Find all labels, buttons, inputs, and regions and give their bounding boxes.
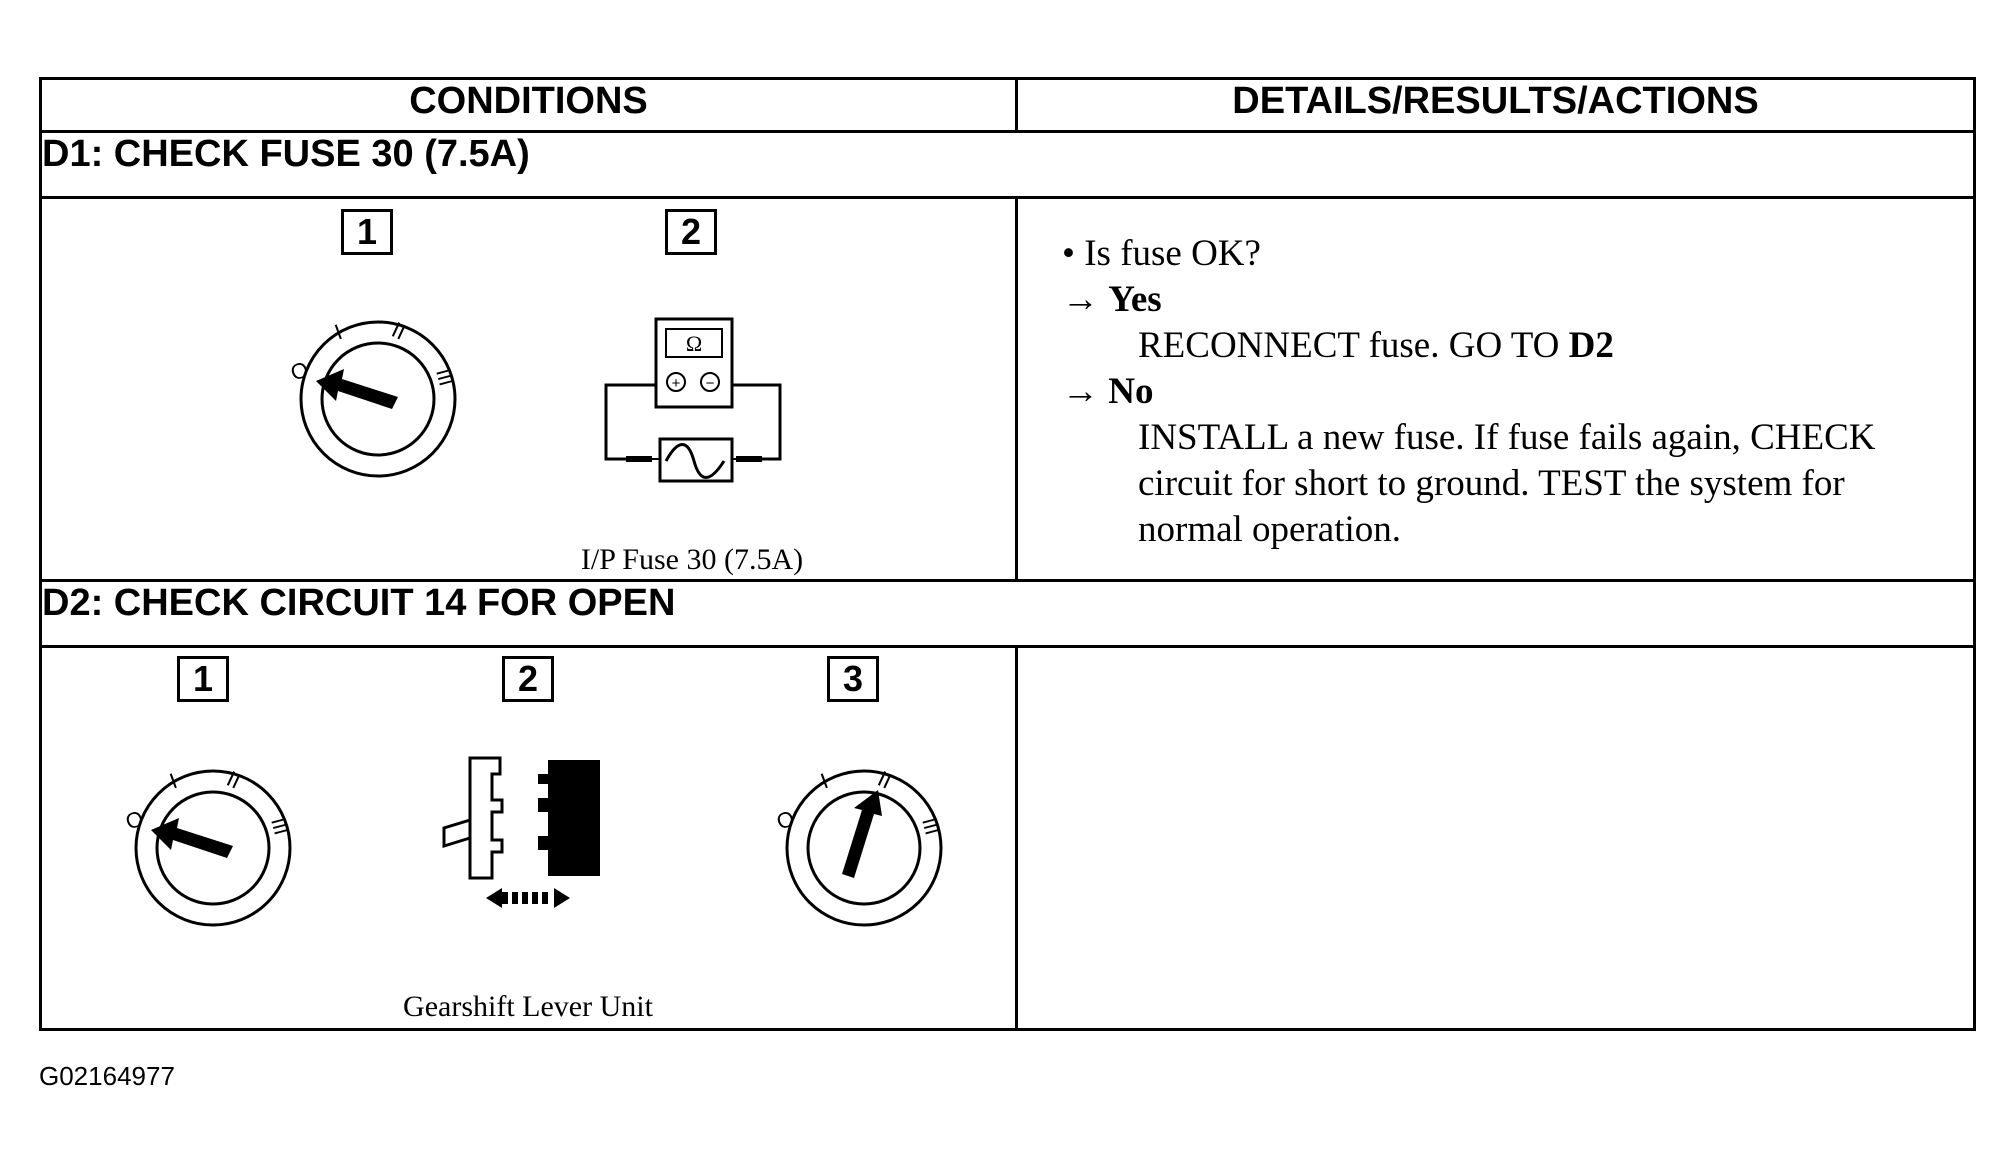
step-d1-details-cell: • Is fuse OK? → Yes RECONNECT fuse. GO T… bbox=[1015, 196, 1976, 582]
ignition-switch-off-icon: O I II III bbox=[122, 766, 292, 927]
negative-terminal-symbol: − bbox=[706, 375, 715, 392]
step-d1-details: • Is fuse OK? → Yes RECONNECT fuse. GO T… bbox=[1062, 231, 1972, 553]
step-d1-heading: D1: CHECK FUSE 30 (7.5A) bbox=[39, 130, 1976, 199]
details-yes-action: RECONNECT fuse. GO TO D2 bbox=[1062, 323, 1972, 369]
details-yes-action-target: D2 bbox=[1568, 325, 1614, 366]
details-column-header: DETAILS/RESULTS/ACTIONS bbox=[1015, 77, 1976, 133]
details-yes-label: Yes bbox=[1108, 279, 1162, 320]
ignition-switch-run-icon: O I II III bbox=[773, 766, 943, 927]
step-d2-details-cell bbox=[1015, 645, 1976, 1031]
switch-mark-start: III bbox=[266, 816, 292, 838]
details-no-label: No bbox=[1108, 371, 1154, 412]
arrow-right-icon: → bbox=[1062, 279, 1099, 320]
details-yes-action-text: RECONNECT fuse. GO TO bbox=[1138, 325, 1569, 366]
figure-id: G02164977 bbox=[39, 1061, 175, 1091]
diagnostic-table: CONDITIONS DETAILS/RESULTS/ACTIONS D1: C… bbox=[39, 77, 1976, 1031]
positive-terminal-symbol: + bbox=[672, 375, 681, 392]
step-d2-row: 1 2 3 O I II III bbox=[39, 645, 1976, 1031]
details-no-line: → No bbox=[1062, 369, 1972, 415]
step-d2-figure-number-2: 2 bbox=[502, 656, 554, 702]
step-d1-heading-row: D1: CHECK FUSE 30 (7.5A) bbox=[39, 130, 1976, 199]
step-d2-figure-number-3: 3 bbox=[827, 656, 879, 702]
ignition-switch-off-icon: O I II III bbox=[287, 317, 457, 478]
arrow-right-icon: → bbox=[1062, 371, 1099, 412]
connector-disconnect-icon bbox=[442, 756, 600, 908]
ohm-symbol: Ω bbox=[686, 331, 702, 356]
details-question: Is fuse OK? bbox=[1084, 233, 1261, 274]
bullet-icon: • bbox=[1062, 233, 1075, 274]
step-d1-figure-number-1: 1 bbox=[341, 209, 393, 255]
step-d1-row: 1 2 O I II III Ω + bbox=[39, 196, 1976, 582]
step-d2-heading-row: D2: CHECK CIRCUIT 14 FOR OPEN bbox=[39, 579, 1976, 648]
switch-mark-start: III bbox=[431, 367, 457, 389]
ohmmeter-fuse-test-icon: Ω + − bbox=[604, 317, 782, 483]
details-question-line: • Is fuse OK? bbox=[1062, 231, 1972, 277]
step-d1-conditions-cell: 1 2 O I II III Ω + bbox=[39, 196, 1018, 582]
details-no-action-line-2: circuit for short to ground. TEST the sy… bbox=[1138, 463, 1845, 504]
header-row: CONDITIONS DETAILS/RESULTS/ACTIONS bbox=[39, 77, 1976, 133]
details-yes-line: → Yes bbox=[1062, 277, 1972, 323]
switch-mark-start: III bbox=[917, 816, 943, 838]
step-d2-figure-caption: Gearshift Lever Unit bbox=[403, 990, 653, 1023]
details-no-action-line-1: INSTALL a new fuse. If fuse fails again,… bbox=[1138, 417, 1876, 458]
step-d2-conditions-cell: 1 2 3 O I II III bbox=[39, 645, 1018, 1031]
step-d2-heading: D2: CHECK CIRCUIT 14 FOR OPEN bbox=[39, 579, 1976, 648]
conditions-column-header: CONDITIONS bbox=[39, 77, 1018, 133]
step-d2-figure-number-1: 1 bbox=[177, 656, 229, 702]
details-no-action-line-3: normal operation. bbox=[1138, 509, 1402, 550]
step-d1-figure-number-2: 2 bbox=[665, 209, 717, 255]
step-d1-figure-caption: I/P Fuse 30 (7.5A) bbox=[580, 543, 804, 576]
